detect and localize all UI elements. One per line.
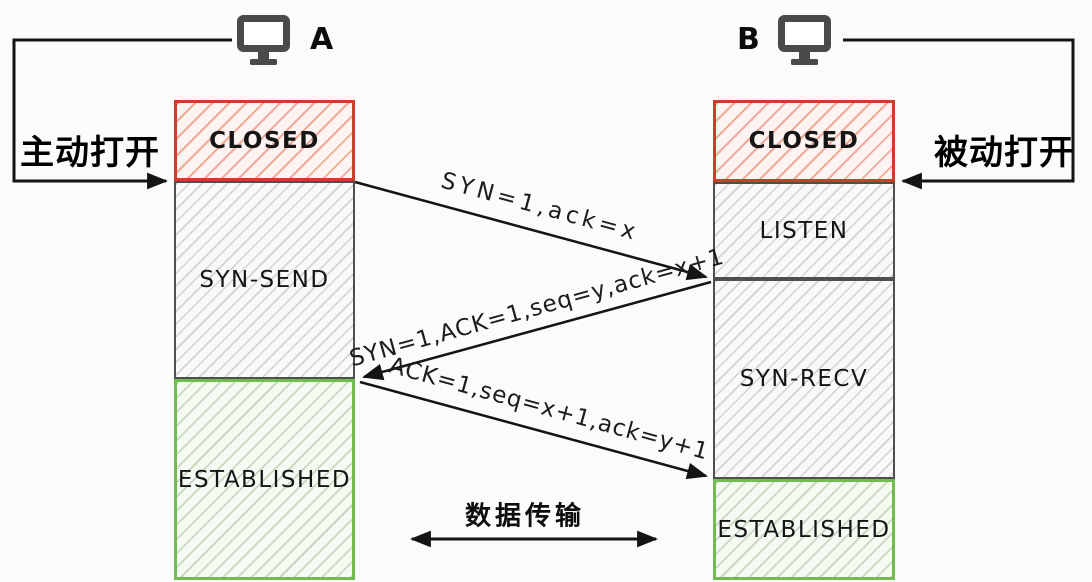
state-b-established: ESTABLISHED xyxy=(713,479,895,580)
state-label: CLOSED xyxy=(209,127,320,154)
state-b-listen: LISTEN xyxy=(713,182,895,279)
state-b-syn-recv: SYN-RECV xyxy=(713,279,895,479)
active-open-label: 主动打开 xyxy=(20,133,160,173)
state-a-established: ESTABLISHED xyxy=(174,379,355,580)
state-a-syn-send: SYN-SEND xyxy=(174,181,355,379)
state-label: ESTABLISHED xyxy=(177,466,352,493)
state-label: CLOSED xyxy=(748,128,860,154)
syn-message-label: SYN=1,ack=x xyxy=(438,167,642,247)
data-transfer-label: 数据传输 xyxy=(464,501,586,532)
state-a-closed: CLOSED xyxy=(174,100,355,181)
state-label: LISTEN xyxy=(759,217,849,244)
state-label: SYN-RECV xyxy=(739,366,869,392)
state-label: SYN-SEND xyxy=(199,267,330,293)
host-b-label: B xyxy=(737,22,760,57)
host-a-label: A xyxy=(310,22,334,57)
passive-open-label: 被动打开 xyxy=(934,133,1074,173)
monitor-a-icon xyxy=(237,15,290,65)
state-label: ESTABLISHED xyxy=(717,516,891,543)
syn-ack-message-label: SYN=1,ACK=1,seq=y,ack=x+1 xyxy=(346,243,728,373)
monitor-b-icon xyxy=(778,15,831,65)
ack-message-label: ACK=1,seq=x+1,ack=y+1 xyxy=(386,352,712,466)
state-b-closed: CLOSED xyxy=(713,100,895,182)
